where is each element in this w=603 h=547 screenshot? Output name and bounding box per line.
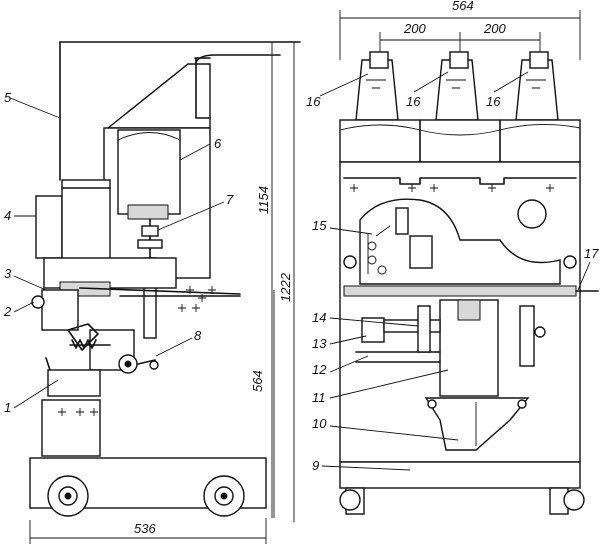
- callout-11: 11: [312, 390, 326, 405]
- callout-16b: 16: [406, 94, 421, 109]
- callout-17: 17: [584, 246, 599, 261]
- front-view: [339, 10, 599, 515]
- callout-14: 14: [312, 310, 326, 325]
- dim-phase-spacing-left: 200: [403, 21, 426, 36]
- dim-phase-spacing-right: 200: [483, 21, 506, 36]
- callout-15: 15: [312, 218, 327, 233]
- callout-4: 4: [4, 208, 11, 223]
- callout-2: 2: [3, 304, 12, 319]
- side-view: [29, 41, 301, 517]
- side-dimensions: [29, 42, 295, 544]
- callout-9: 9: [312, 458, 319, 473]
- dim-base-width: 536: [134, 521, 156, 536]
- callout-7: 7: [226, 192, 234, 207]
- callout-10: 10: [312, 416, 327, 431]
- callout-12: 12: [312, 362, 327, 377]
- callout-3: 3: [4, 266, 12, 281]
- dim-height-lower: 564: [250, 370, 265, 392]
- callout-8: 8: [194, 328, 202, 343]
- callout-1: 1: [4, 400, 11, 415]
- callout-labels: 5 4 3 2 1 6 7 8 9 10 11 12 13 14 15 16 1…: [3, 71, 599, 473]
- callout-5: 5: [4, 90, 12, 105]
- callout-16c: 16: [486, 94, 501, 109]
- callout-6: 6: [214, 136, 222, 151]
- dim-overall-width: 564: [452, 0, 474, 13]
- callout-13: 13: [312, 336, 327, 351]
- dim-height-upper: 1154: [256, 186, 271, 214]
- dim-height-total: 1222: [278, 272, 293, 302]
- callout-16a: 16: [306, 94, 321, 109]
